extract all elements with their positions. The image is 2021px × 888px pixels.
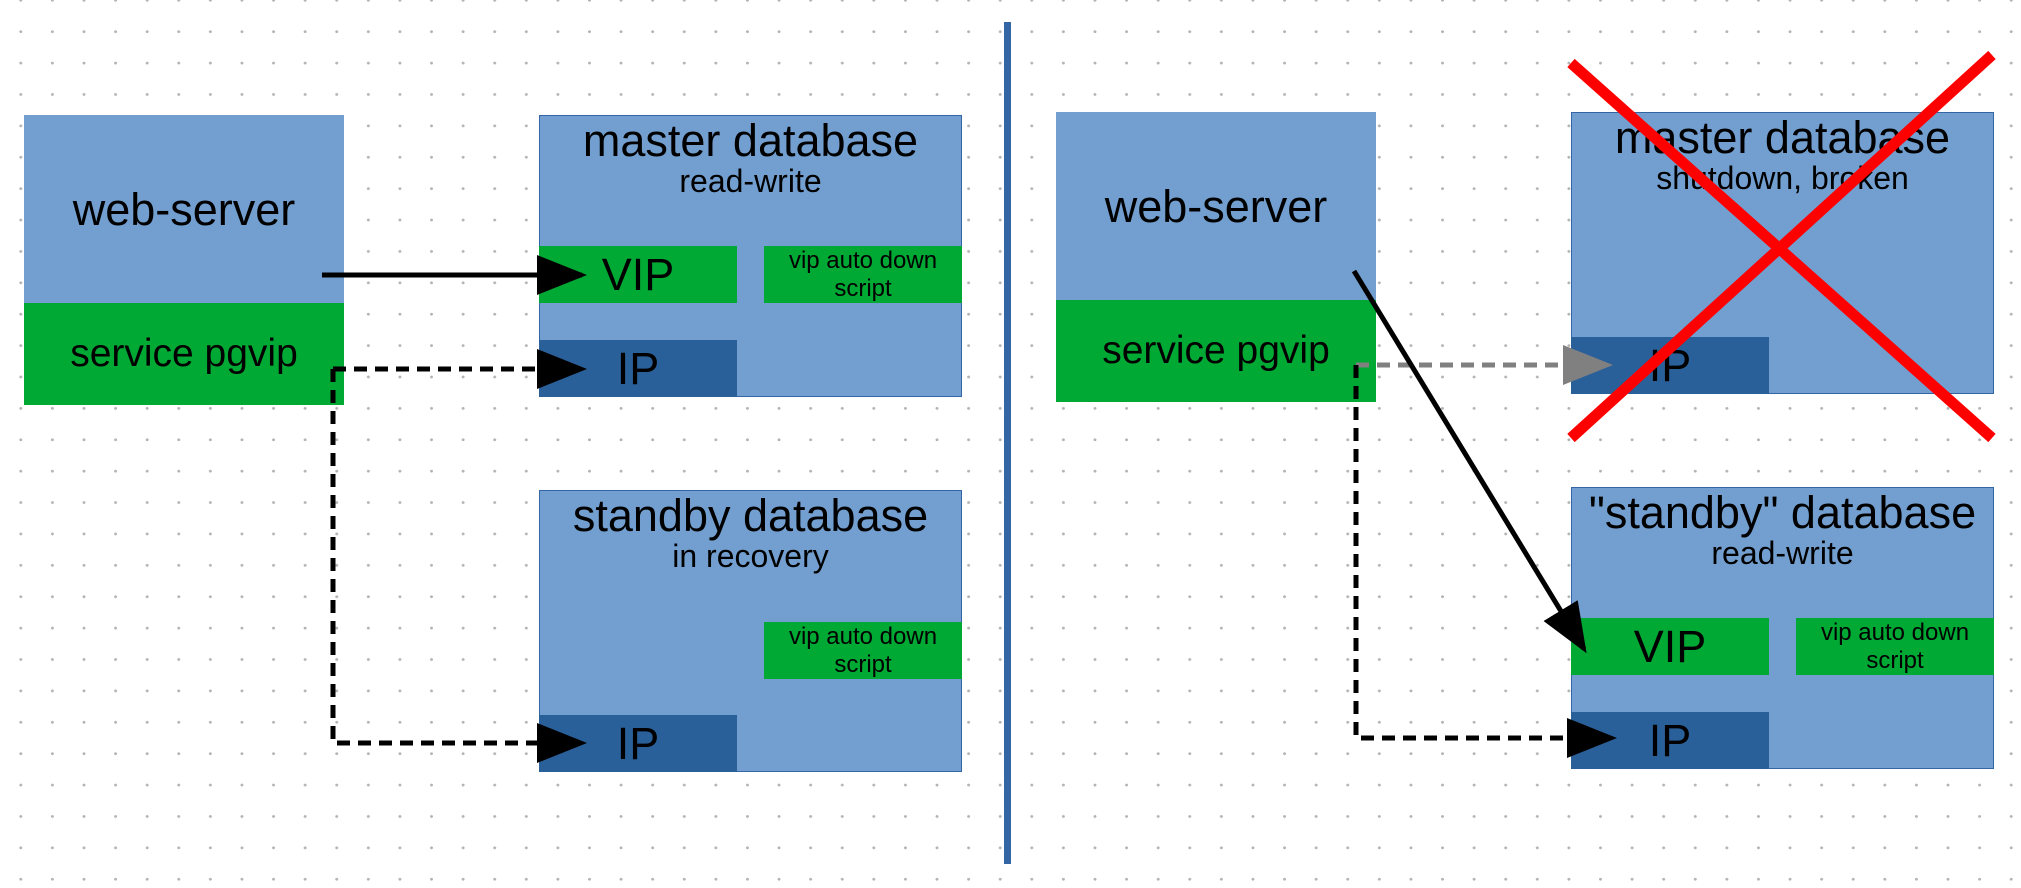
right-standby-subtitle: read-write [1711,535,1854,572]
right-service-pgvip-label: service pgvip [1102,328,1330,372]
left-standby-title-text: standby database [572,490,929,541]
right-vip-connection-arrow [1351,269,1587,654]
right-standby-title: "standby" database read-write [1571,487,1994,571]
right-web-server-label: web-server [1104,181,1328,233]
left-standby-subtitle: in recovery [672,538,829,575]
right-standby-vip-label: VIP [1633,620,1707,672]
left-master-ip-label: IP [616,342,660,394]
left-master-vip-script-label: vip auto down script [788,246,938,302]
left-service-pgvip-label: service pgvip [70,331,298,375]
right-standby-title-text: "standby" database [1588,487,1977,538]
left-pgvip-to-standby-ip-arrow [330,369,587,763]
left-master-title-text: master database [582,115,919,166]
left-standby-title: standby database in recovery [539,490,962,574]
left-web-server-box: web-server [24,115,344,305]
red-cross-icon [1567,50,1996,443]
left-service-pgvip-box: service pgvip [24,303,344,405]
left-standby-vip-script-box: vip auto down script [764,622,962,679]
right-standby-vip-script-box: vip auto down script [1796,618,1994,675]
left-master-vip-script-box: vip auto down script [764,246,962,303]
right-service-pgvip-box: service pgvip [1056,300,1376,402]
left-master-title: master database read-write [539,115,962,199]
right-standby-vip-box: VIP [1571,618,1769,675]
left-master-subtitle: read-write [679,163,822,200]
scenario-divider [1004,22,1011,864]
left-standby-ip-label: IP [616,717,660,769]
right-web-server-box: web-server [1056,112,1376,302]
left-master-vip-label: VIP [601,248,675,300]
left-standby-vip-script-label: vip auto down script [788,622,938,678]
right-pgvip-to-standby-ip-arrow [1353,365,1617,758]
left-web-server-label: web-server [72,184,296,236]
right-standby-ip-label: IP [1648,714,1692,766]
right-standby-vip-script-label: vip auto down script [1820,618,1970,674]
